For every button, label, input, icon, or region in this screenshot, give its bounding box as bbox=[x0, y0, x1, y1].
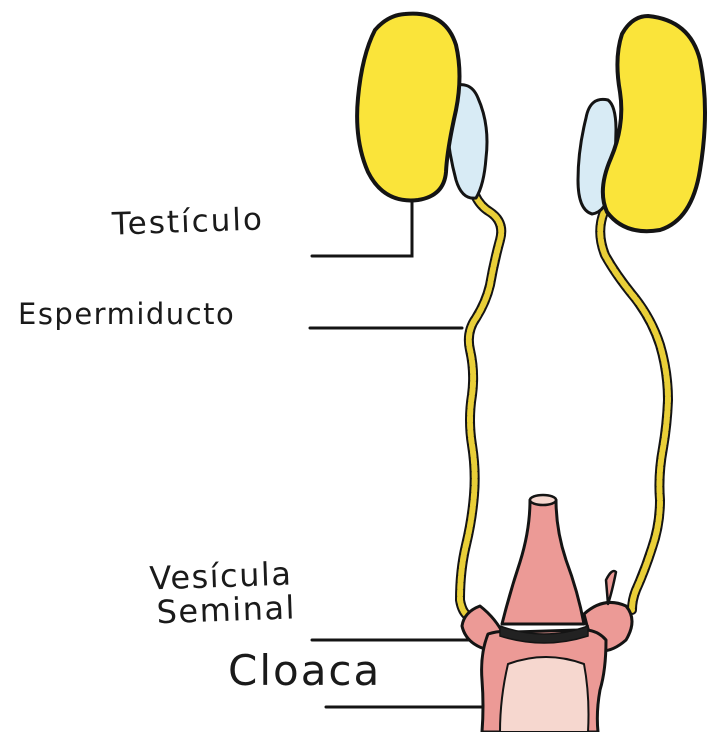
right-espermiducto bbox=[600, 212, 668, 610]
cloaca-opening bbox=[500, 657, 589, 732]
right-testis bbox=[603, 16, 705, 231]
left-espermiducto bbox=[460, 195, 501, 616]
cloaca-structure bbox=[462, 495, 632, 732]
label-espermiducto: Espermiducto bbox=[18, 299, 235, 329]
label-vesicula-line2: Seminal bbox=[156, 591, 296, 629]
label-testiculo: Testículo bbox=[111, 203, 264, 241]
cloaca-tube bbox=[502, 500, 584, 624]
leader-line-testiculo bbox=[312, 196, 412, 256]
label-cloaca: Cloaca bbox=[228, 649, 381, 693]
label-vesicula-seminal: Vesícula Seminal bbox=[149, 557, 297, 629]
tube-opening bbox=[530, 495, 556, 505]
left-testis bbox=[357, 14, 459, 201]
